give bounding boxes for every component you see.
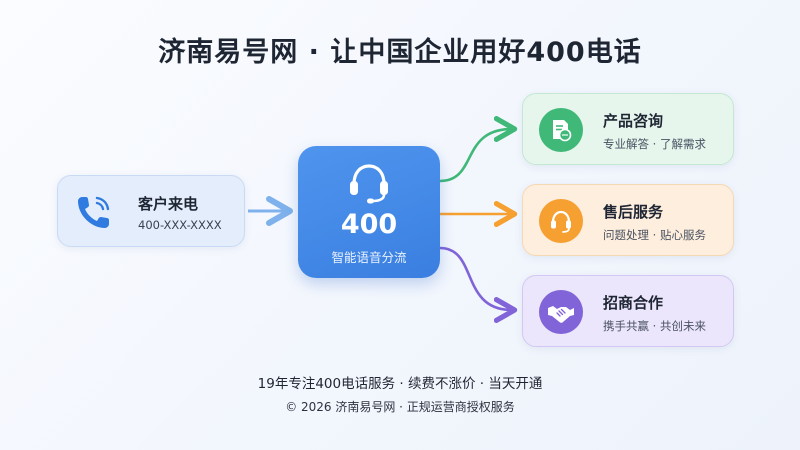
branch-sub: 问题处理 · 贴心服务 bbox=[603, 228, 706, 242]
branch-card-consult: 产品咨询 专业解答 · 了解需求 bbox=[522, 93, 734, 165]
phone-icon bbox=[78, 196, 110, 228]
footer-tagline: 19年专注400电话服务 · 续费不涨价 · 当天开通 bbox=[257, 376, 543, 392]
branch-label: 产品咨询 bbox=[603, 112, 664, 130]
branch-card-aftersales: 售后服务 问题处理 · 贴心服务 bbox=[522, 184, 734, 256]
branch-label: 招商合作 bbox=[603, 294, 664, 312]
arrow-hub-to-consult bbox=[439, 116, 518, 183]
branch-label: 售后服务 bbox=[603, 203, 664, 221]
handshake-icon bbox=[539, 290, 583, 334]
headset-icon bbox=[539, 199, 583, 243]
caller-label: 客户来电 bbox=[138, 195, 199, 213]
hub-400-card: 400 智能语音分流 bbox=[298, 146, 440, 278]
branch-sub: 专业解答 · 了解需求 bbox=[603, 137, 706, 151]
hub-caption: 智能语音分流 bbox=[331, 250, 407, 265]
arrow-hub-to-partner bbox=[439, 246, 518, 323]
branch-sub: 携手共赢 · 共创未来 bbox=[603, 319, 706, 333]
headset-icon bbox=[350, 164, 388, 204]
page-title: 济南易号网 · 让中国企业用好400电话 bbox=[158, 37, 642, 68]
document-chat-icon bbox=[539, 108, 583, 152]
branch-card-partner: 招商合作 携手共赢 · 共创未来 bbox=[522, 275, 734, 347]
hub-number: 400 bbox=[340, 209, 398, 240]
caller-card: 客户来电 400-XXX-XXXX bbox=[57, 175, 245, 247]
footer-copyright: © 2026 济南易号网 · 正规运营商授权服务 bbox=[285, 400, 515, 414]
caller-number: 400-XXX-XXXX bbox=[138, 218, 222, 232]
